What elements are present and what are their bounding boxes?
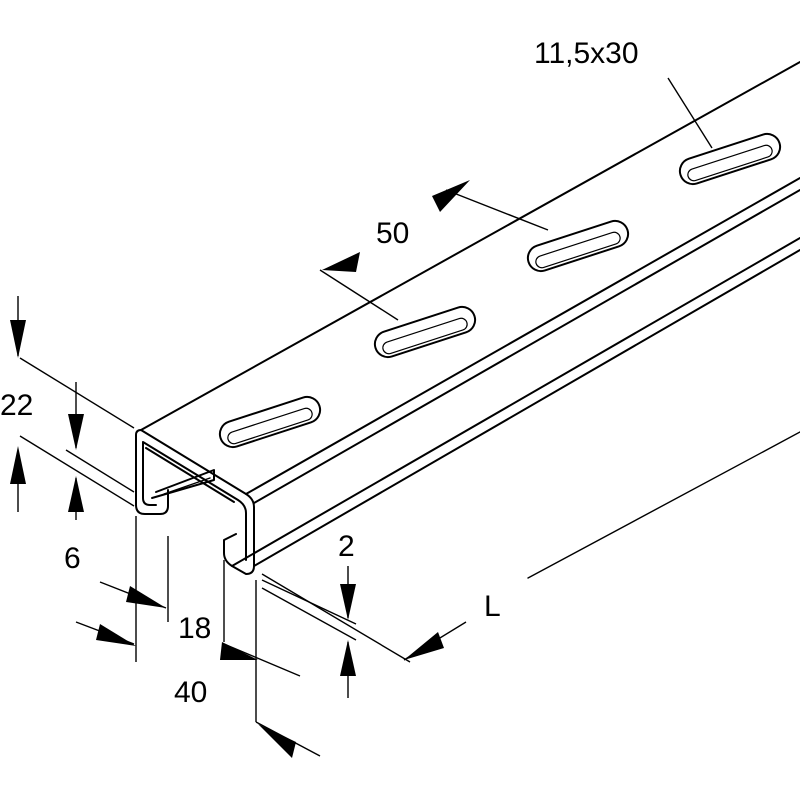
opening-dimension: 18: [75, 516, 211, 662]
thickness-label: 2: [338, 530, 355, 563]
lip-height-dimension: 6: [64, 382, 135, 575]
slot: [526, 219, 630, 273]
slot-size-dimension: 11,5x30: [534, 37, 713, 149]
slot-pitch-label: 50: [376, 217, 409, 250]
slot: [678, 132, 782, 186]
width-dimension: 40: [174, 560, 321, 758]
slot-size-label: 11,5x30: [534, 37, 639, 70]
height-dimension: 22: [0, 296, 135, 512]
channel-profile: [135, 61, 800, 579]
length-label: L: [484, 590, 501, 623]
height-label: 22: [0, 389, 33, 422]
width-label: 40: [174, 676, 207, 709]
thickness-dimension: 2: [261, 530, 357, 698]
opening-label: 18: [178, 612, 211, 645]
slot-pitch-dimension: 50: [319, 180, 549, 321]
slot: [373, 305, 477, 359]
lip-height-label: 6: [64, 542, 81, 575]
length-dimension: L: [261, 573, 501, 663]
slot: [218, 395, 322, 449]
